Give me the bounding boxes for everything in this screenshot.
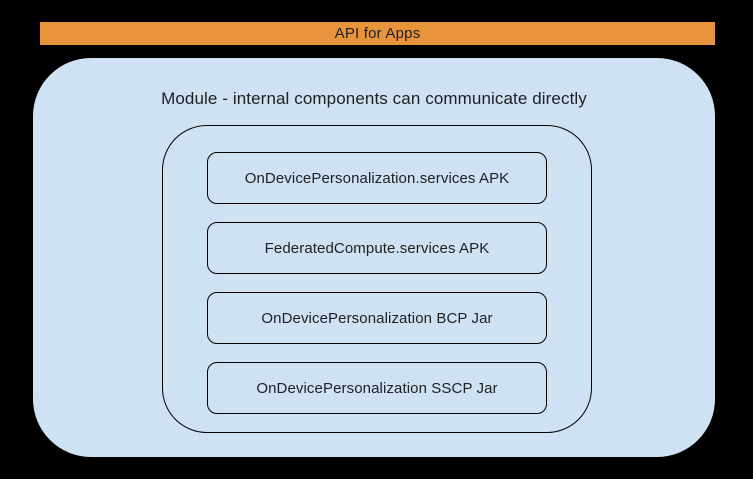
component-box-federatedcompute-services-apk: FederatedCompute.services APK — [207, 222, 547, 274]
internal-components-group: OnDevicePersonalization.services APK Fed… — [162, 125, 592, 433]
api-for-apps-label: API for Apps — [334, 25, 421, 42]
component-box-odp-bcp-jar: OnDevicePersonalization BCP Jar — [207, 292, 547, 344]
module-title: Module - internal components can communi… — [161, 89, 587, 108]
module-container: Module - internal components can communi… — [33, 58, 715, 457]
component-box-odp-sscp-jar: OnDevicePersonalization SSCP Jar — [207, 362, 547, 414]
component-box-odp-services-apk: OnDevicePersonalization.services APK — [207, 152, 547, 204]
api-for-apps-banner: API for Apps — [40, 22, 715, 45]
